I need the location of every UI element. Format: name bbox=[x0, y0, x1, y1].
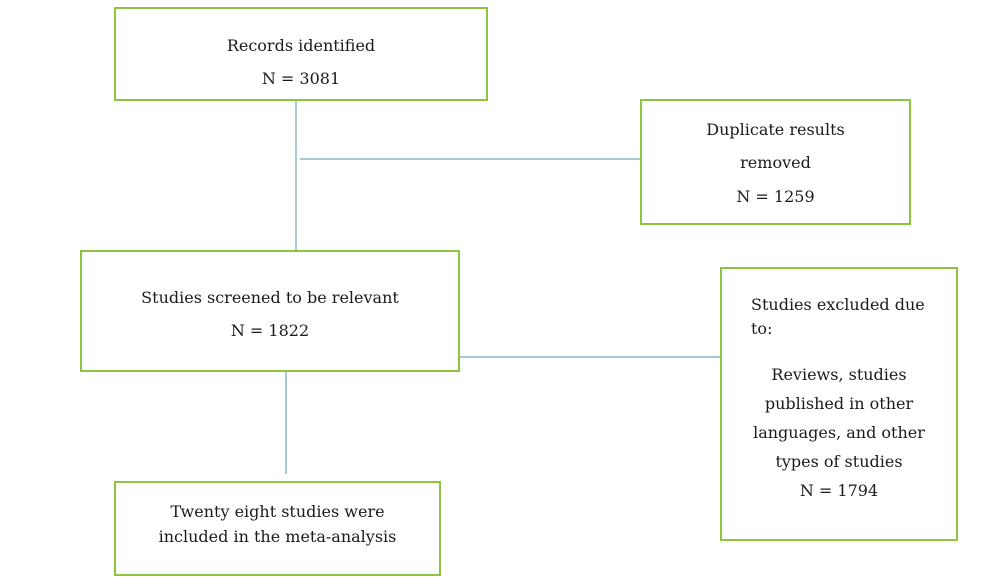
connector-screened-to-included bbox=[285, 372, 287, 474]
records-identified-label: Records identified bbox=[226, 36, 376, 55]
studies-excluded-reason-line2: published in other bbox=[764, 394, 914, 413]
studies-screened-box: Studies screened to be relevant N = 1822 bbox=[80, 250, 460, 372]
studies-excluded-heading-line1: Studies excluded due bbox=[751, 295, 925, 314]
studies-screened-label: Studies screened to be relevant bbox=[141, 288, 399, 307]
duplicates-removed-label-line1: Duplicate results bbox=[706, 120, 845, 139]
studies-included-box: Twenty eight studies were included in th… bbox=[114, 481, 441, 576]
duplicates-removed-count: N = 1259 bbox=[736, 187, 815, 206]
studies-excluded-count: N = 1794 bbox=[799, 481, 879, 500]
records-identified-count: N = 3081 bbox=[261, 69, 341, 88]
connector-to-duplicates bbox=[300, 158, 640, 160]
duplicates-removed-box: Duplicate results removed N = 1259 bbox=[640, 99, 911, 225]
studies-excluded-reason-line3: languages, and other bbox=[753, 423, 925, 442]
connector-records-to-screened bbox=[295, 101, 297, 250]
studies-included-line1: Twenty eight studies were bbox=[170, 502, 385, 521]
records-identified-box: Records identified N = 3081 bbox=[114, 7, 488, 101]
duplicates-removed-label-line2: removed bbox=[740, 153, 811, 172]
studies-screened-count: N = 1822 bbox=[230, 321, 310, 340]
studies-excluded-heading-line2: to: bbox=[751, 319, 773, 338]
studies-excluded-reason-line1: Reviews, studies bbox=[771, 365, 907, 384]
studies-included-line2: included in the meta-analysis bbox=[158, 527, 397, 546]
studies-excluded-box: Studies excluded due to: Reviews, studie… bbox=[720, 267, 958, 541]
connector-to-excluded bbox=[460, 356, 720, 358]
studies-excluded-reason-line4: types of studies bbox=[775, 452, 903, 471]
